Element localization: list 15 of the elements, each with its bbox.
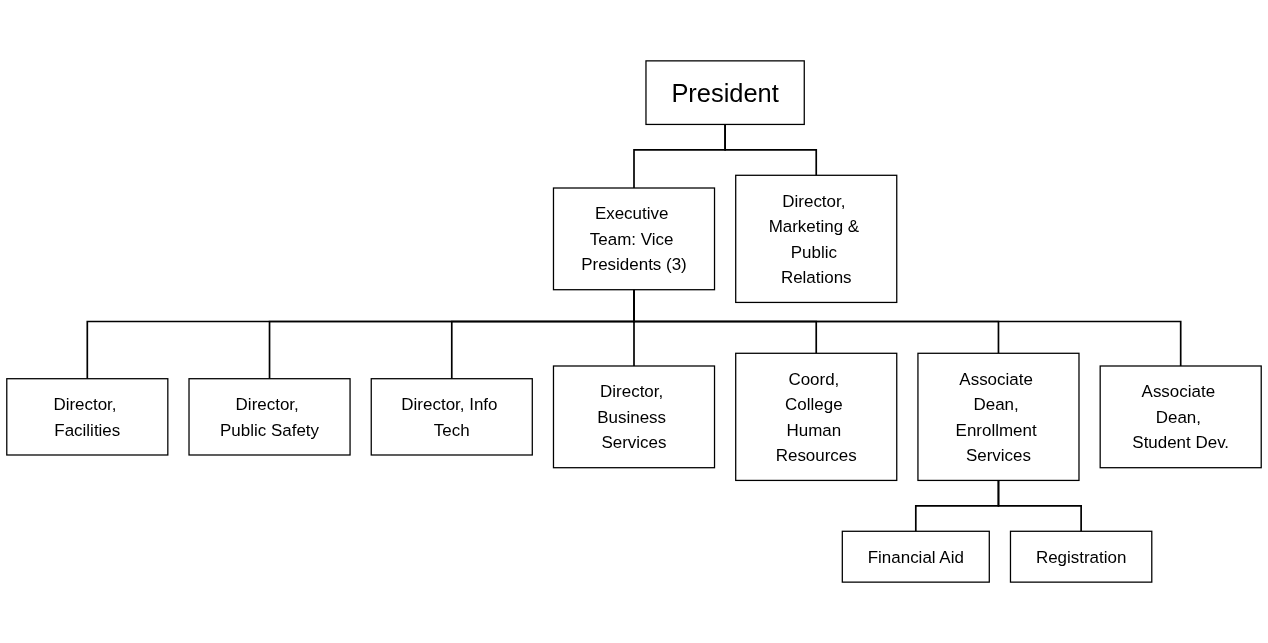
node-box: Coord, College Human Resources (735, 352, 898, 482)
node-box: Executive Team: Vice Presidents (3) (552, 187, 716, 291)
connector (997, 479, 1082, 533)
node-box: Director, Info Tech (370, 378, 533, 456)
node-box: President (645, 60, 805, 126)
node-box: Associate Dean, Student Dev. (1099, 365, 1262, 469)
node-box: Director, Business Services (552, 365, 716, 469)
node-box: Director, Facilities (6, 378, 169, 456)
node-box: Director, Public Safety (188, 378, 351, 456)
connector (633, 288, 1182, 367)
connector (724, 123, 818, 177)
node-box: Financial Aid (841, 530, 990, 583)
node-box: Registration (1009, 530, 1153, 583)
node-box: Associate Dean, Enrollment Services (917, 352, 1080, 482)
node-box: Director, Marketing & Public Relations (735, 174, 898, 304)
